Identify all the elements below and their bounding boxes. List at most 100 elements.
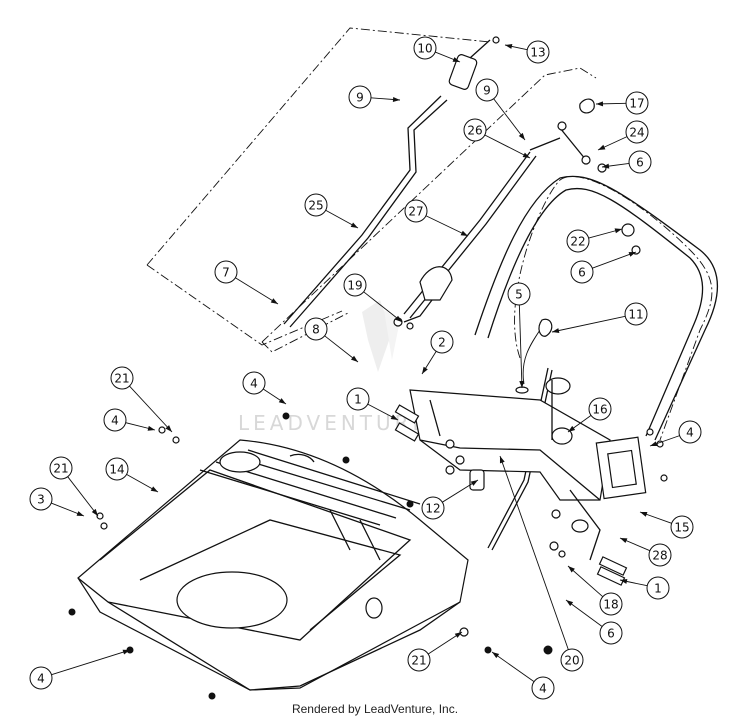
callout-number: 2 <box>438 336 446 350</box>
callout-1: 1 <box>646 576 670 600</box>
callout-circle <box>624 302 648 326</box>
callout-21: 21 <box>110 366 134 390</box>
control-lever <box>393 266 453 330</box>
leader-arrowhead <box>165 425 172 432</box>
callout-number: 5 <box>515 288 523 302</box>
callout-10: 10 <box>413 36 437 60</box>
callout-22: 22 <box>566 229 590 253</box>
callout-6: 6 <box>570 260 594 284</box>
callout-circle <box>588 397 612 421</box>
callout-circle <box>421 496 445 520</box>
callout-20: 20 <box>560 648 584 672</box>
callout-circle <box>625 91 649 115</box>
callout-4: 4 <box>103 408 127 432</box>
callout-circle <box>670 515 694 539</box>
callout-number: 11 <box>628 308 643 322</box>
callout-circle <box>507 282 531 306</box>
callout-5: 5 <box>507 282 531 306</box>
leader-arrowhead <box>452 57 460 62</box>
callout-circle <box>110 366 134 390</box>
callout-circle <box>560 648 584 672</box>
callout-19: 19 <box>343 273 367 297</box>
callout-number: 8 <box>312 323 320 337</box>
leader-arrowhead <box>91 508 98 516</box>
callout-15: 15 <box>670 515 694 539</box>
callout-number: 6 <box>578 266 586 280</box>
callout-circle <box>648 543 672 567</box>
callout-number: 20 <box>564 654 579 668</box>
callout-9: 9 <box>475 78 499 102</box>
mounting-bracket <box>409 377 647 561</box>
callout-circle <box>242 371 266 395</box>
leader-arrowhead <box>460 230 468 236</box>
leader-arrowhead <box>620 538 628 544</box>
callout-circle <box>599 592 623 616</box>
callout-number: 3 <box>37 493 45 507</box>
mower-deck-shroud <box>77 439 469 691</box>
leader-arrowhead <box>390 414 398 420</box>
leader-line <box>592 251 637 269</box>
leader-arrowhead <box>470 480 478 486</box>
callout-4: 4 <box>531 676 555 700</box>
leader-arrowhead <box>350 222 358 228</box>
callout-circle <box>304 193 328 217</box>
callout-9: 9 <box>348 85 372 109</box>
callout-circle <box>407 648 431 672</box>
callout-7: 7 <box>214 260 238 284</box>
callout-number: 10 <box>417 42 432 56</box>
callout-number: 15 <box>674 521 689 535</box>
callout-number: 6 <box>636 156 644 170</box>
leader-line <box>235 277 279 305</box>
callout-number: 25 <box>308 199 323 213</box>
callout-number: 14 <box>109 463 124 477</box>
leader-arrowhead <box>568 566 575 573</box>
callout-circle <box>214 260 238 284</box>
leader-arrowhead <box>628 252 636 257</box>
handle-frame <box>474 175 719 441</box>
callout-circle <box>404 199 428 223</box>
callout-circle <box>346 387 370 411</box>
callout-circle <box>599 621 623 645</box>
callout-number: 21 <box>53 462 68 476</box>
callout-circle <box>463 118 487 142</box>
callout-number: 16 <box>592 403 607 417</box>
leader-arrowhead <box>505 44 513 49</box>
leader-line <box>518 304 523 389</box>
upper-handle-rod <box>283 95 448 328</box>
callout-number: 18 <box>603 598 618 612</box>
leader-arrowhead <box>552 328 560 333</box>
callout-26: 26 <box>463 118 487 142</box>
callout-number: 1 <box>354 393 362 407</box>
callout-4: 4 <box>242 371 266 395</box>
deck-screws <box>68 412 553 700</box>
callout-24: 24 <box>625 120 649 144</box>
callout-28: 28 <box>648 543 672 567</box>
leader-arrowhead <box>122 649 130 655</box>
callout-number: 17 <box>629 97 644 111</box>
leader-arrowhead <box>602 163 610 169</box>
callout-21: 21 <box>49 456 73 480</box>
callout-number: 21 <box>411 654 426 668</box>
callout-number: 19 <box>347 279 362 293</box>
leader-arrowhead <box>519 380 525 388</box>
leader-line <box>567 565 604 598</box>
leader-line <box>499 455 569 650</box>
callout-number: 22 <box>570 235 585 249</box>
leader-line <box>565 599 603 627</box>
callout-circle <box>49 456 73 480</box>
callout-number: 4 <box>539 682 547 696</box>
upper-handle-outline <box>146 27 491 346</box>
callout-6: 6 <box>628 150 652 174</box>
bolts <box>394 404 668 586</box>
leader-arrowhead <box>518 132 525 140</box>
leader-arrowhead <box>522 152 530 158</box>
leader-line <box>551 315 626 333</box>
watermark-logo <box>362 300 400 372</box>
leader-arrowhead <box>650 441 658 447</box>
leader-arrowhead <box>454 632 462 638</box>
leader-arrowhead <box>568 425 576 432</box>
callout-17: 17 <box>625 91 649 115</box>
callout-circle <box>566 229 590 253</box>
